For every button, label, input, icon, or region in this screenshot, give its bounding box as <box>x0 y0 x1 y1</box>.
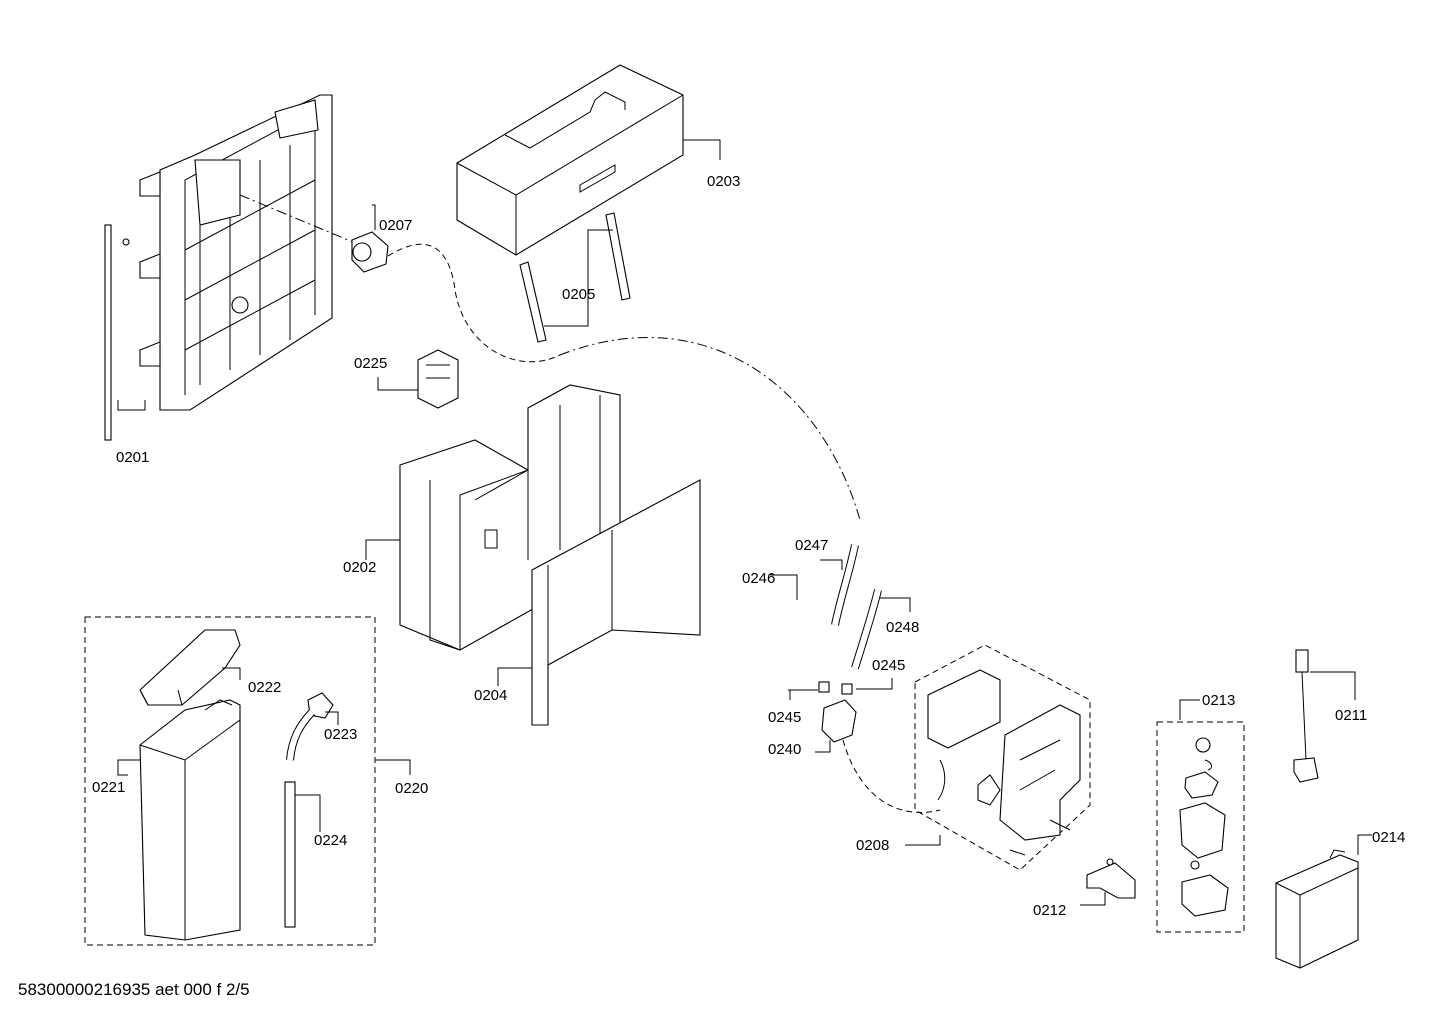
part-0204-panel <box>531 479 701 726</box>
part-0223-connector <box>286 692 334 761</box>
label-0214: 0214 <box>1372 829 1405 846</box>
part-0224-tube <box>284 781 296 928</box>
part-0221-container <box>139 699 241 941</box>
part-0240-valve <box>818 681 857 743</box>
label-0225: 0225 <box>354 355 387 372</box>
part-0203-tank-lid <box>456 64 721 256</box>
label-0221: 0221 <box>92 779 125 796</box>
part-labels: 0201 0207 0203 0205 0225 0202 0204 0247 … <box>92 173 1405 919</box>
label-0201: 0201 <box>116 449 149 466</box>
label-0202: 0202 <box>343 559 376 576</box>
label-0224: 0224 <box>314 832 347 849</box>
part-0213-assembly <box>1179 737 1229 917</box>
label-0211: 0211 <box>1335 707 1367 724</box>
label-0222: 0222 <box>248 679 281 696</box>
group-0220-boundary <box>84 616 376 946</box>
label-0246: 0246 <box>742 570 775 587</box>
part-0212-bracket <box>1086 858 1136 899</box>
group-0208-boundary <box>914 644 1091 871</box>
part-0205-tubes <box>519 212 631 343</box>
part-hoses <box>778 544 882 670</box>
part-0207-valve <box>351 204 389 273</box>
label-0208: 0208 <box>856 837 889 854</box>
part-0201-back-panel <box>104 94 361 441</box>
part-0225-clip <box>377 349 459 409</box>
part-0211-cable <box>1293 649 1319 783</box>
label-0204: 0204 <box>474 687 507 704</box>
label-0247: 0247 <box>795 537 828 554</box>
label-0203: 0203 <box>707 173 740 190</box>
drawing-number: 58300000216935 aet 000 f 2/5 <box>18 980 250 999</box>
group-0213-boundary <box>1156 721 1245 933</box>
label-0223: 0223 <box>324 726 357 743</box>
label-0245-left: 0245 <box>768 709 801 726</box>
label-0207: 0207 <box>379 217 412 234</box>
label-0212: 0212 <box>1033 902 1066 919</box>
label-0205: 0205 <box>562 286 595 303</box>
part-0222-lid <box>139 629 241 706</box>
part-0214-cover <box>1275 849 1359 969</box>
label-0213: 0213 <box>1202 692 1235 709</box>
label-0248: 0248 <box>886 619 919 636</box>
label-0245-right: 0245 <box>872 657 905 674</box>
label-0220: 0220 <box>395 780 428 797</box>
part-0208-assembly <box>927 669 1081 856</box>
label-0240: 0240 <box>768 741 801 758</box>
